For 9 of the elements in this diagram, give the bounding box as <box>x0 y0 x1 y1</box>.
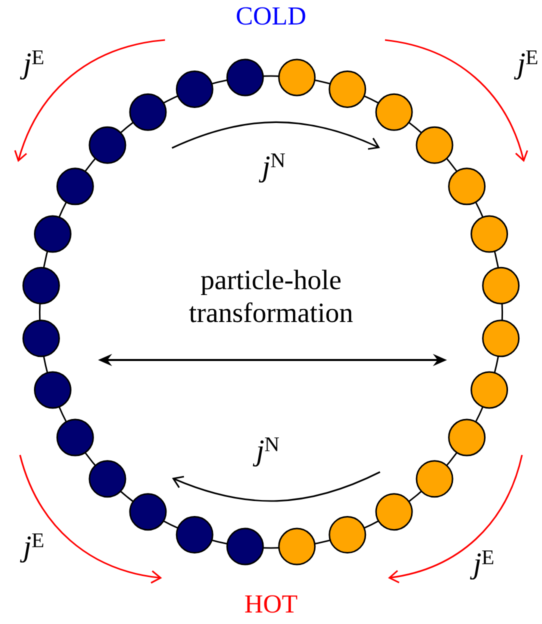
current-label: j$^{E}$ <box>514 50 538 80</box>
caption-text: particle-hole transformation <box>189 270 353 322</box>
current-label: j$^{E}$ <box>20 533 44 563</box>
current-label: j$^{N}$ <box>252 437 279 467</box>
current-label: j$^{E}$ <box>470 550 494 580</box>
current-label: j$^{N}$ <box>258 153 285 183</box>
heading-label: HOT <box>245 595 298 613</box>
current-label: j$^{E}$ <box>20 50 44 80</box>
heading-label: COLD <box>236 7 306 25</box>
